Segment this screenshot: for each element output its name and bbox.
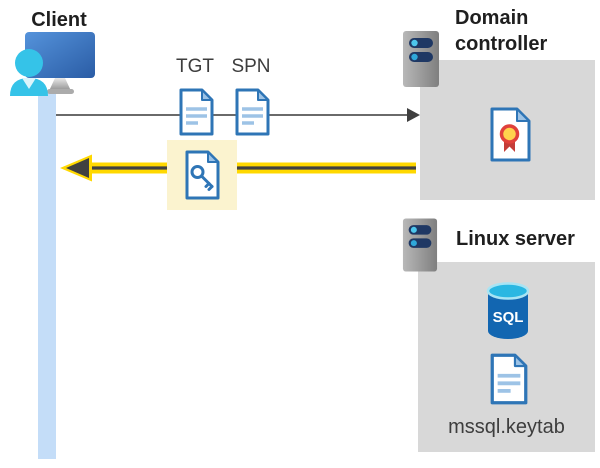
keytab-filename: mssql.keytab xyxy=(448,416,565,438)
response-arrow-icon xyxy=(60,154,416,182)
service-ticket-key-document-icon xyxy=(185,150,220,200)
keytab-document-icon xyxy=(490,353,528,405)
linux-server-icon xyxy=(402,218,438,272)
domain-controller-server-icon xyxy=(403,31,439,87)
sql-database-label: SQL xyxy=(493,309,524,326)
sql-database-icon: SQL xyxy=(486,282,530,339)
spn-label: SPN xyxy=(231,56,271,77)
key-icon xyxy=(190,165,214,191)
linux-server-label: Linux server xyxy=(456,228,575,250)
request-arrow-icon xyxy=(56,108,420,122)
certificate-icon xyxy=(490,107,531,162)
client-label: Client xyxy=(31,9,87,31)
user-icon xyxy=(10,49,48,96)
domain-controller-label: Domain controller xyxy=(455,7,548,55)
tgt-label: TGT xyxy=(176,56,214,77)
client-lifeline xyxy=(38,92,56,459)
client-workstation-icon xyxy=(10,32,95,96)
spn-document-icon xyxy=(235,88,270,136)
tgt-document-icon xyxy=(179,88,214,136)
